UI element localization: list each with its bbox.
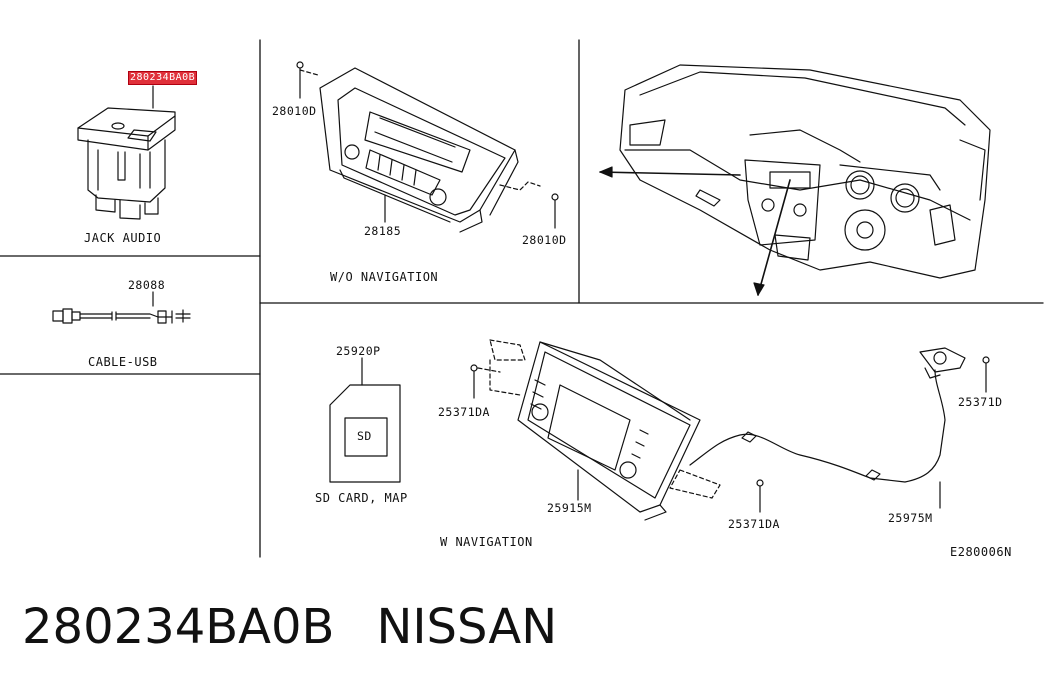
screw-28010d-top: 28010D [272,104,317,118]
nav-unit-drawing [470,339,990,521]
bracket-screw-part-number: 25371D [958,395,1003,409]
dashboard-drawing [599,64,991,296]
sd-card-label: SD CARD, MAP [315,491,408,505]
cable-usb-part-number: 28088 [128,278,166,292]
audio-unit-part-number: 28185 [364,224,402,238]
cable-usb-drawing [52,291,191,324]
cable-usb-label: CABLE-USB [88,355,158,369]
audio-unit-drawing [296,61,559,233]
panel-dividers [0,39,1044,558]
screw-28010d-bottom: 28010D [522,233,567,247]
jack-audio-part-number: 280234BA0B [127,71,198,85]
part-caption: 280234BA0B NISSAN [22,598,557,656]
caption-part-number: 280234BA0B [22,599,335,655]
diagram-code: E280006N [950,545,1012,559]
w-navigation-label: W NAVIGATION [440,535,533,549]
sd-card-face-text: SD [357,429,372,443]
sd-card-part-number: 25920P [336,344,381,358]
wo-navigation-label: W/O NAVIGATION [330,270,439,284]
jack-audio-label: JACK AUDIO [84,231,162,245]
nav-cable-part-number: 25975M [888,511,933,525]
screw-25371da-left: 25371DA [438,405,490,419]
nav-unit-part-number: 25915M [547,501,592,515]
screw-25371da-bottom: 25371DA [728,517,780,531]
caption-brand: NISSAN [376,599,558,655]
sd-card-drawing [329,357,401,483]
jack-audio-drawing [77,85,176,220]
